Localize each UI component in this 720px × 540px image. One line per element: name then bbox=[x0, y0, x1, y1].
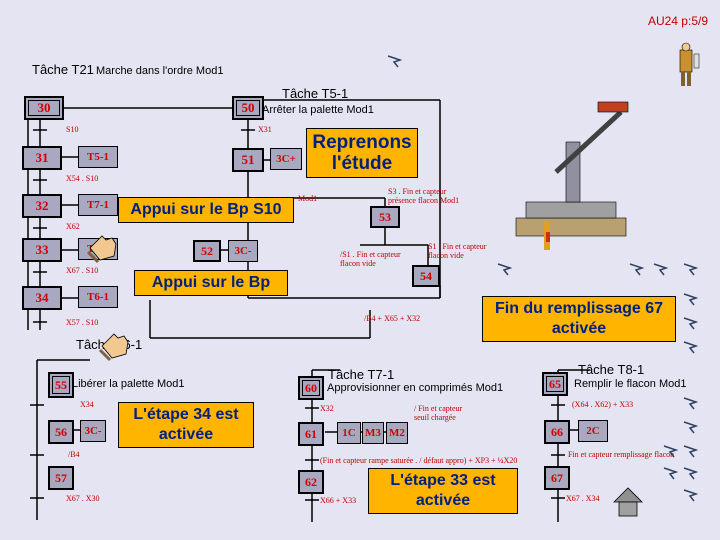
action-52[interactable]: 3C- bbox=[228, 240, 258, 262]
condition-50: X31 bbox=[258, 125, 272, 134]
condition-33: X67 . S10 bbox=[66, 266, 99, 275]
page-reference: AU24 p:5/9 bbox=[647, 14, 708, 28]
condition-53a: /S1 . Fin et capteur flacon vide bbox=[340, 250, 401, 268]
pennant-icon bbox=[653, 263, 668, 276]
action-61-m2[interactable]: M2 bbox=[386, 422, 408, 444]
step-61[interactable]: 61 bbox=[298, 422, 324, 446]
task-t51-title: Tâche T5-1 bbox=[282, 86, 349, 101]
condition-65: (X64 . X62) + X33 bbox=[572, 400, 634, 409]
machine-icon bbox=[515, 101, 629, 250]
condition-61a: / Fin et capteur seuil chargée bbox=[414, 404, 463, 422]
step-54[interactable]: 54 bbox=[412, 265, 440, 287]
condition-51: S3 . Fin et capteur présence flacon Mod1 bbox=[388, 187, 460, 205]
callout-appui: Appui sur le Bp bbox=[134, 270, 288, 296]
condition-31: X54 . S10 bbox=[66, 174, 99, 183]
figure-icon bbox=[679, 42, 700, 86]
condition-55: X34 bbox=[80, 400, 94, 409]
pennant-icon bbox=[683, 421, 698, 434]
pennant-icon bbox=[387, 55, 402, 68]
step-33[interactable]: 33 bbox=[22, 238, 62, 262]
step-30[interactable]: 30 bbox=[24, 96, 64, 120]
task-t51-action: Arrêter la palette Mod1 bbox=[262, 104, 374, 116]
step-67[interactable]: 67 bbox=[544, 466, 570, 490]
condition-56: /B4 bbox=[68, 450, 80, 459]
pennant-icon bbox=[683, 489, 698, 502]
pennant-icon bbox=[497, 263, 512, 276]
action-66[interactable]: 2C bbox=[578, 420, 608, 442]
pennant-icon bbox=[663, 467, 678, 480]
action-32[interactable]: T7-1 bbox=[78, 194, 118, 216]
step-52[interactable]: 52 bbox=[193, 240, 221, 262]
pennant-icon bbox=[683, 467, 698, 480]
callout-reprenons: Reprenons l'étude bbox=[306, 128, 418, 178]
task-t81-title: Tâche T8-1 bbox=[578, 362, 645, 377]
pennant-icon bbox=[683, 293, 698, 306]
step-32[interactable]: 32 bbox=[22, 194, 62, 218]
condition-66: Fin et capteur remplissage flacon bbox=[568, 450, 675, 459]
step-55[interactable]: 55 bbox=[48, 372, 74, 398]
callout-fin-remplissage: Fin du remplissage 67 activée bbox=[482, 296, 676, 342]
pennant-icon bbox=[683, 445, 698, 458]
condition-67: X67 . X34 bbox=[566, 494, 600, 503]
house-arrow-icon bbox=[613, 487, 643, 517]
condition-50b: Mod1 bbox=[298, 194, 318, 203]
task-t71-action: Approvisionner en comprimés Mod1 bbox=[327, 382, 504, 394]
hand-pointer-icon bbox=[86, 235, 117, 264]
pennant-icon bbox=[683, 317, 698, 330]
action-51[interactable]: 3C+ bbox=[270, 148, 302, 170]
condition-60: X32 bbox=[320, 404, 334, 413]
action-61-m3[interactable]: M3 bbox=[362, 422, 384, 444]
step-34[interactable]: 34 bbox=[22, 286, 62, 310]
step-56[interactable]: 56 bbox=[48, 420, 74, 444]
step-50[interactable]: 50 bbox=[232, 96, 264, 120]
condition-61b: (Fin et capteur rampe saturée . / défaut… bbox=[320, 456, 518, 465]
step-62[interactable]: 62 bbox=[298, 470, 324, 494]
action-34[interactable]: T6-1 bbox=[78, 286, 118, 308]
action-31[interactable]: T5-1 bbox=[78, 146, 118, 168]
step-60[interactable]: 60 bbox=[298, 376, 324, 400]
hand-pointer-icon bbox=[98, 333, 129, 362]
pennant-icon bbox=[629, 263, 644, 276]
callout-etape-33: L'étape 33 est activée bbox=[368, 468, 518, 514]
task-t61-action: Libérer la palette Mod1 bbox=[72, 378, 185, 390]
pennant-icon bbox=[683, 263, 698, 276]
callout-etape-34: L'étape 34 est activée bbox=[118, 402, 254, 448]
condition-53b: S1 . Fin et capteur flacon vide bbox=[428, 242, 487, 260]
action-56[interactable]: 3C- bbox=[80, 420, 106, 442]
pennant-icon bbox=[663, 445, 678, 458]
step-65[interactable]: 65 bbox=[542, 372, 568, 396]
task-t21-subtitle: Marche dans l'ordre Mod1 bbox=[96, 65, 224, 77]
action-61-1c[interactable]: 1C bbox=[337, 422, 361, 444]
step-53[interactable]: 53 bbox=[370, 206, 400, 228]
condition-32: X62 bbox=[66, 222, 80, 231]
step-51[interactable]: 51 bbox=[232, 148, 264, 172]
task-t81-action: Remplir le flacon Mod1 bbox=[574, 378, 687, 390]
condition-62: X66 + X33 bbox=[320, 496, 357, 505]
condition-34: X57 . S10 bbox=[66, 318, 99, 327]
condition-54: /B4 + X65 + X32 bbox=[364, 314, 421, 323]
pennant-icon bbox=[683, 397, 698, 410]
condition-30: S10 bbox=[66, 125, 79, 134]
condition-57: X67 . X30 bbox=[66, 494, 100, 503]
step-31[interactable]: 31 bbox=[22, 146, 62, 170]
step-57[interactable]: 57 bbox=[48, 466, 74, 490]
pennant-icon bbox=[683, 341, 698, 354]
task-t71-title: Tâche T7-1 bbox=[328, 367, 395, 382]
callout-appui-s10: Appui sur le Bp S10 bbox=[118, 197, 294, 223]
task-t21-title: Tâche T21 bbox=[32, 62, 94, 77]
step-66[interactable]: 66 bbox=[544, 420, 570, 444]
